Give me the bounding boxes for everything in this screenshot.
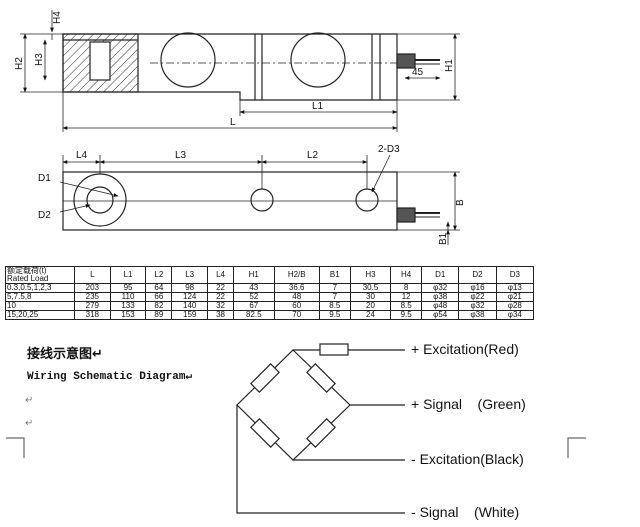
table-cell: 159 [171,310,209,320]
table-header-cell: L2 [145,266,173,284]
table-cell: 9.5 [318,310,351,320]
table-cell: 82.5 [233,310,275,320]
table-header-cell: L4 [207,266,234,284]
label-d1: D1 [38,173,51,184]
label-b1: B1 [438,232,449,245]
table-cell: 24 [349,310,392,320]
table-cell: 38 [207,310,234,320]
wire-label-signal-pos: + Signal (Green) [411,396,526,412]
load-hole-center [250,188,274,212]
table-cell: 318 [74,310,111,320]
label-l3: L3 [175,150,187,161]
table-header-cell: D2 [458,266,497,284]
wire-label-excitation-pos: + Excitation(Red) [411,341,519,357]
table-header-cell: L1 [109,266,147,284]
label-h1: H1 [444,59,455,72]
top-view [62,171,440,231]
table-cell: φ54 [421,310,460,320]
label-l2: L2 [307,150,319,161]
mounting-hole-inner [86,186,114,214]
label-45: 45 [412,67,424,78]
table-cell: 89 [145,310,173,320]
label-h3: H3 [34,53,45,66]
table-cell: φ34 [495,310,535,320]
wiring-title-english: Wiring Schematic Diagram↵ [27,371,193,383]
table-cell: 9.5 [390,310,423,320]
load-hole-right [355,188,379,212]
mounting-hole-section [89,41,111,81]
label-b: B [455,199,466,206]
table-header-cell: H2/B [273,266,320,284]
label-h2: H2 [14,57,25,70]
label-h4: H4 [52,11,63,24]
table-header-cell: H3 [349,266,392,284]
dimension-labels: H4 H2 H3 H1 45 L1 L L4 L3 L2 2-D3 D1 D2 … [14,11,466,245]
page-corner-marks [6,437,586,458]
label-2-d3: 2-D3 [378,144,400,155]
label-l1: L1 [312,101,324,112]
wiring-title-chinese: 接线示意图↵ [27,347,103,362]
label-l4: L4 [76,150,88,161]
resistor-bottom-right [306,418,336,448]
side-view [62,32,440,101]
table-header-cell: D1 [421,266,460,284]
top-view-dimensions [59,154,460,245]
side-hole-left [160,32,216,88]
label-d2: D2 [38,210,51,221]
side-view-dimensions [20,10,460,132]
table-header-cell: L [74,266,111,284]
wire-label-excitation-neg: - Excitation(Black) [411,451,524,467]
wire-label-signal-neg: - Signal (White) [411,504,520,520]
wire-signal-neg [236,405,405,514]
wheatstone-bridge [236,343,405,514]
cable-gland-top [396,207,416,223]
table-cell: φ38 [458,310,497,320]
resistor-bottom-left [250,418,280,448]
paragraph-mark: ↵ [25,418,34,429]
resistor-top-right [306,363,336,393]
table-header-cell: 额定载荷(t)Rated Load [5,266,75,284]
mounting-hole-outer [73,173,127,227]
cable-gland-side [396,53,416,69]
table-cell: 15,20,25 [5,310,75,320]
table-header-cell: H1 [233,266,275,284]
table-cell: 70 [273,310,320,320]
table-header-cell: B1 [318,266,351,284]
bridge-diamond [236,349,351,461]
table-header-cell: H4 [390,266,423,284]
table-header-cell: D3 [495,266,535,284]
label-l: L [230,117,236,128]
table-header-cell: L3 [171,266,209,284]
resistor-top-left [250,363,280,393]
paragraph-mark: ↵ [25,395,34,406]
resistor-series [319,343,349,356]
table-cell: 153 [109,310,147,320]
side-hole-right [290,32,346,88]
